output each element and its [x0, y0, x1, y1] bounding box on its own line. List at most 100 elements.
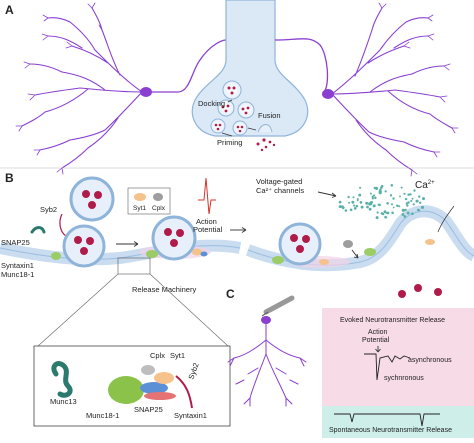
- calcium-ion: [369, 202, 373, 206]
- right-neuron: [331, 2, 459, 177]
- syb2-label: Syb2: [40, 205, 57, 214]
- calcium-ion: [349, 208, 353, 212]
- released-transmitter: [256, 138, 276, 152]
- calcium-ion: [396, 204, 399, 207]
- calcium-ion: [366, 205, 369, 209]
- terminal-vesicles: [210, 80, 273, 136]
- snare-primed-right: [200, 251, 208, 257]
- fusion-arrow-b: [437, 205, 455, 233]
- priming-arrow: [221, 132, 233, 137]
- arrow-dock-to-prime-head: [133, 241, 139, 247]
- calcium-ion: [407, 193, 410, 196]
- calcium-ion: [392, 206, 395, 209]
- syntaxin1-label: Syntaxin1: [1, 261, 34, 270]
- syt1-primed: [192, 248, 202, 256]
- primed-vesicle: [151, 215, 197, 261]
- calcium-ion: [403, 215, 407, 218]
- calcium-ion: [400, 186, 403, 189]
- calcium-ion: [418, 209, 421, 212]
- calcium-ion-cloud: [338, 184, 425, 220]
- munc18-label: Munc18-1: [1, 270, 34, 279]
- release-machinery-box: [117, 257, 151, 275]
- snare-complex-fusion: [364, 248, 376, 256]
- calcium-ion: [392, 197, 395, 200]
- calcium-ion: [386, 211, 390, 215]
- calcium-ion: [380, 184, 384, 188]
- electrode-tip: [261, 311, 269, 317]
- calcium-ion: [352, 196, 355, 199]
- inset-syt1-label: Syt1: [170, 351, 185, 360]
- calcium-ion: [404, 197, 408, 201]
- arrow-to-ca-head: [331, 192, 337, 198]
- munc13-left: [30, 226, 46, 234]
- fusion-label: Fusion: [258, 111, 281, 120]
- calcium-ion: [384, 216, 388, 219]
- ca-docked-vesicle: [278, 222, 322, 266]
- free-vesicle: [69, 176, 115, 222]
- right-soma: [322, 89, 334, 99]
- calcium-ion: [411, 197, 414, 200]
- calcium-ion: [344, 209, 348, 212]
- calcium-ion: [372, 204, 376, 208]
- syt1-box-label: Syt1: [133, 205, 146, 212]
- inset-munc13-label: Munc13: [50, 397, 77, 406]
- calcium-ion: [420, 205, 425, 209]
- arrow-cplx: [351, 249, 359, 259]
- calcium-ion: [377, 203, 380, 206]
- calcium-ion: [422, 197, 425, 201]
- docking-label: Docking: [198, 99, 225, 108]
- voltage-gated-label-1: Voltage-gated: [256, 177, 302, 186]
- syb2-strand: [59, 213, 67, 237]
- syt1-icon: [134, 193, 146, 201]
- calcium-ion: [407, 201, 410, 204]
- zoom-line-right: [149, 273, 229, 347]
- calcium-ion: [398, 205, 401, 208]
- action-potential-label-2: Potential: [193, 225, 223, 234]
- left-soma: [140, 87, 152, 97]
- calcium-ion: [375, 216, 379, 220]
- syt1-ca: [319, 259, 329, 265]
- calcium-ion: [401, 213, 405, 216]
- spontaneous-release-box: [322, 406, 474, 438]
- docking-arrow: [227, 99, 233, 103]
- action-potential-label-1: Action: [196, 217, 217, 226]
- panel-b-letter: B: [5, 171, 14, 185]
- calcium-ion: [353, 207, 357, 210]
- panel-b: B Syb2 SNAP25 Syntaxin1 Munc18-1: [0, 171, 474, 427]
- calcium-ion: [348, 201, 351, 204]
- calcium-ion: [359, 201, 363, 204]
- calcium-ion: [376, 211, 379, 214]
- calcium-ion: [371, 197, 374, 200]
- synchronous-label: sychnronous: [384, 375, 424, 382]
- calcium-ion: [389, 194, 393, 197]
- calcium-ion: [372, 194, 376, 197]
- panel-a-letter: A: [5, 3, 14, 17]
- calcium-ion: [409, 193, 412, 196]
- docked-vesicle-left: [62, 224, 106, 268]
- priming-label: Priming: [217, 138, 242, 147]
- cplx-free: [343, 240, 353, 248]
- right-axon: [274, 38, 329, 93]
- calcium-ion: [338, 205, 342, 209]
- c-action-label-1: Action: [368, 329, 388, 336]
- panel-c: C Evoked Neurotransmitter Release Action…: [226, 287, 474, 438]
- calcium-ion: [418, 201, 422, 205]
- inset-snap25-label: SNAP25: [134, 405, 163, 414]
- calcium-ion: [383, 210, 387, 214]
- inset-syntaxin1-label: Syntaxin1: [174, 411, 207, 420]
- ca-label: Ca2+: [415, 180, 435, 191]
- calcium-ion: [355, 204, 359, 208]
- left-neuron: [15, 2, 143, 175]
- calcium-ion: [413, 189, 416, 192]
- c-ap-arrow-head: [375, 348, 381, 353]
- asynchronous-label: asynchronous: [408, 357, 452, 364]
- panel-a: A: [5, 0, 459, 177]
- calcium-ion: [358, 193, 362, 197]
- snare-complex-primed: [146, 250, 158, 258]
- calcium-ion: [403, 192, 406, 195]
- snap25-helix: [144, 392, 176, 400]
- spontaneous-title: Spontaneous Neurotransmitter Release: [329, 427, 452, 434]
- calcium-ion: [384, 190, 387, 193]
- recording-electrode: [263, 295, 295, 315]
